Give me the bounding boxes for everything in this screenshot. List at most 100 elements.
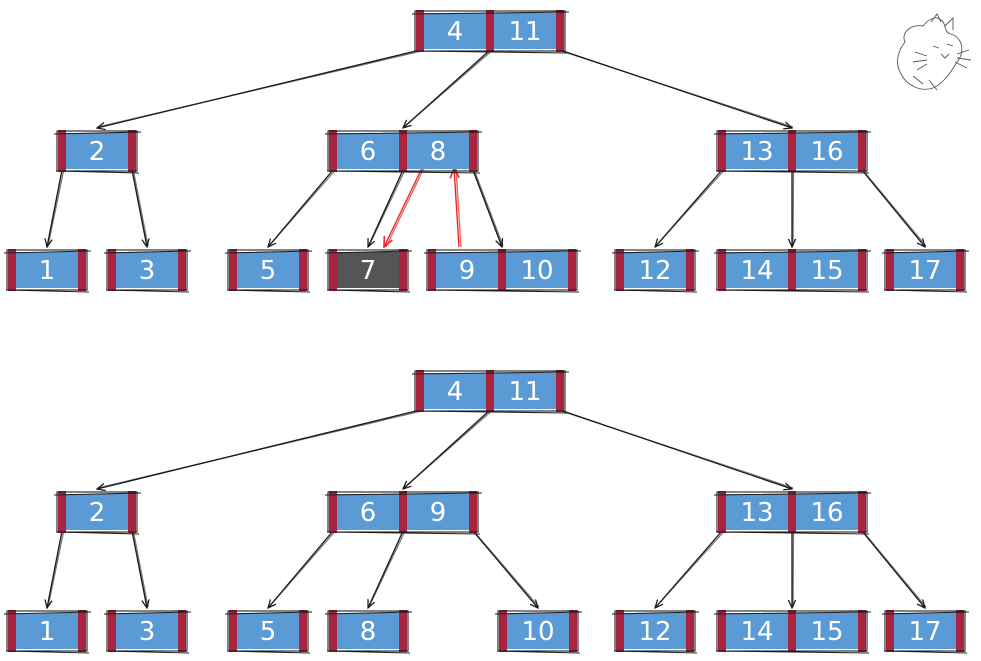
node-outline <box>716 130 868 172</box>
tree-edge-sketch <box>368 531 406 608</box>
key-label: 10 <box>521 617 554 647</box>
tree-edge-sketch <box>403 50 492 128</box>
node-sketch-line <box>224 611 313 654</box>
key-cell <box>66 494 128 530</box>
node-outline <box>716 491 868 533</box>
child-pointer-slot <box>128 130 136 172</box>
key-cell <box>796 494 858 530</box>
key-label: 1 <box>39 256 56 286</box>
tree-edge <box>368 169 404 247</box>
btree-node-l5-t1: 5 <box>224 610 313 654</box>
btree-node-l8-t1: 8 <box>324 610 413 654</box>
node-outline <box>6 249 88 291</box>
child-pointer-slot <box>229 249 237 291</box>
key-label: 12 <box>638 256 671 286</box>
tree-edge-sketch <box>561 50 794 128</box>
child-pointer-slot <box>858 610 866 652</box>
node-outline <box>106 249 188 291</box>
child-pointer-slot <box>718 491 726 533</box>
child-pointer-slot <box>416 10 424 52</box>
node-sketch-line <box>324 250 413 293</box>
child-pointer-slot <box>886 249 894 291</box>
node-outline <box>327 610 409 652</box>
child-pointer-slot <box>886 610 894 652</box>
key-cell <box>424 373 486 409</box>
tree-edge-sketch <box>47 170 65 247</box>
key-label: 14 <box>740 617 773 647</box>
btree-node-l1-t0: 1 <box>3 249 92 293</box>
node-sketch-line <box>411 11 570 54</box>
key-label: 5 <box>260 256 277 286</box>
tree-edge <box>368 530 404 608</box>
tree-edge-sketch <box>268 170 335 247</box>
tree-edge <box>861 169 925 247</box>
key-cell <box>116 613 178 649</box>
child-pointer-slot <box>556 10 564 52</box>
key-label: 13 <box>740 498 773 528</box>
node-outline <box>227 610 309 652</box>
child-pointer-slot <box>399 249 407 291</box>
child-pointer-slot <box>858 249 866 291</box>
tree-edge-sketch <box>368 170 406 247</box>
btree-node-l3-t0: 3 <box>103 249 192 293</box>
btree-node-l17-t0: 17 <box>881 249 970 293</box>
tree-edge-sketch <box>561 410 794 489</box>
child-pointer-slot <box>178 249 186 291</box>
btree-node-l3-t1: 3 <box>103 610 192 654</box>
tree-edge-sketch <box>132 531 149 608</box>
key-cell <box>424 13 486 49</box>
child-pointer-slot <box>399 491 407 533</box>
node-outline <box>497 610 579 652</box>
child-pointer-slot <box>329 249 337 291</box>
tree-edge-sketch <box>655 531 724 608</box>
node-outline <box>56 491 138 533</box>
node-sketch-line <box>611 250 700 293</box>
key-label: 5 <box>260 617 277 647</box>
tree-edge-sketch <box>473 170 504 247</box>
node-outline <box>414 10 566 52</box>
node-outline <box>106 610 188 652</box>
child-pointer-slot <box>858 491 866 533</box>
key-label: 2 <box>89 498 106 528</box>
tree-edge-sketch <box>97 50 422 128</box>
child-pointer-slot <box>128 491 136 533</box>
tree-edge-sketch <box>863 170 927 247</box>
key-cell <box>624 613 686 649</box>
key-label: 16 <box>810 137 843 167</box>
child-pointer-slot <box>299 610 307 652</box>
key-cell <box>407 133 469 169</box>
key-cell <box>796 613 858 649</box>
tree-edge <box>131 169 147 247</box>
tree-edge <box>47 530 63 608</box>
tree-edge <box>861 530 925 608</box>
node-outline <box>327 249 409 291</box>
key-cell <box>726 613 788 649</box>
node-outline <box>327 491 479 533</box>
btree-node-l10-t1: 10 <box>494 610 583 654</box>
child-pointer-slot <box>788 491 796 533</box>
key-label: 14 <box>740 256 773 286</box>
key-cell <box>494 373 556 409</box>
key-label: 2 <box>89 137 106 167</box>
child-pointer-slot <box>616 249 624 291</box>
deleted-key-cell <box>337 252 399 288</box>
node-sketch-line <box>53 131 142 174</box>
tree-edge-sketch <box>792 170 795 247</box>
child-pointer-slot <box>498 249 506 291</box>
key-cell <box>726 252 788 288</box>
key-label: 17 <box>908 617 941 647</box>
key-label: 4 <box>447 17 464 47</box>
child-pointer-slot <box>788 249 796 291</box>
key-cell <box>507 613 569 649</box>
node-sketch-line <box>611 611 700 654</box>
child-pointer-slot <box>329 130 337 172</box>
highlight-edge-sketch <box>455 167 462 248</box>
tree-edge-sketch <box>863 531 927 608</box>
child-pointer-slot <box>329 610 337 652</box>
key-label: 16 <box>810 498 843 528</box>
